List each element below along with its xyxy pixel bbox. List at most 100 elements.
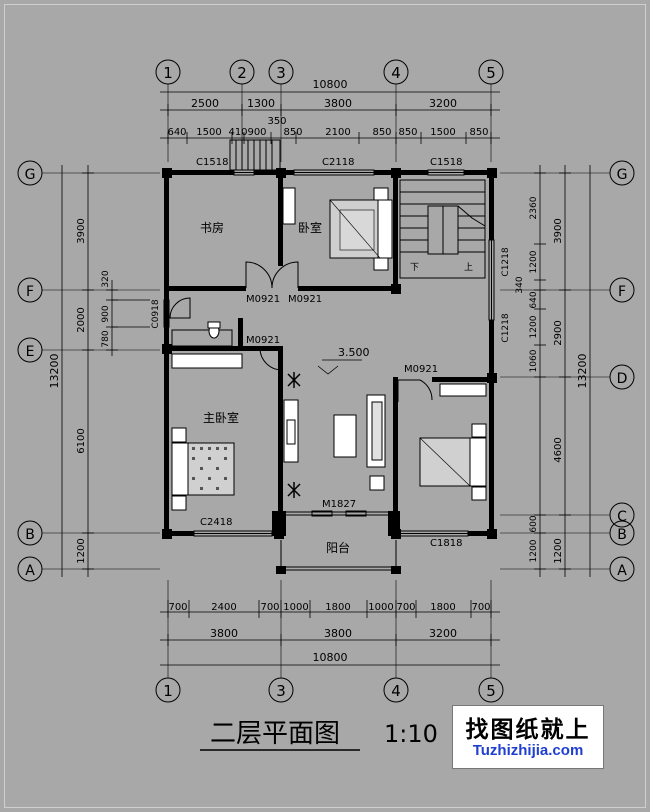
walls (162, 168, 497, 574)
svg-text:850: 850 (283, 127, 302, 138)
axis-bubble-bottom-5: 5 (478, 677, 504, 703)
svg-text:3200: 3200 (429, 97, 457, 110)
watermark-text-en: Tuzhizhijia.com (472, 742, 584, 759)
svg-text:G: G (617, 167, 628, 183)
svg-text:3: 3 (276, 64, 286, 82)
svg-text:A: A (617, 563, 627, 579)
svg-text:340: 340 (515, 276, 525, 293)
svg-text:C: C (617, 509, 627, 525)
axis-bubble-right-G: G (609, 160, 635, 186)
bed-right-bedroom (419, 383, 487, 501)
axis-bubble-left-A: A (17, 556, 43, 582)
axis-bubble-right-A: A (609, 556, 635, 582)
svg-text:850: 850 (372, 127, 391, 138)
svg-text:2500: 2500 (191, 97, 219, 110)
svg-text:3800: 3800 (324, 97, 352, 110)
axis-bubble-left-G: G (17, 160, 43, 186)
svg-text:640: 640 (529, 291, 539, 308)
tag-c1518-right: C1518 (430, 157, 462, 168)
svg-text:B: B (617, 527, 627, 543)
axis-bubble-top-3: 3 (268, 59, 294, 85)
svg-text:1800: 1800 (430, 602, 455, 613)
axis-bubble-bottom-3: 3 (268, 677, 294, 703)
svg-text:3800: 3800 (210, 627, 238, 640)
svg-text:5: 5 (486, 64, 496, 82)
svg-text:3200: 3200 (429, 627, 457, 640)
stair-down-label: 下 (410, 263, 419, 273)
svg-text:850: 850 (469, 127, 488, 138)
room-label-balcony: 阳台 (326, 540, 350, 555)
axis-bubbles-right: G F D C B A (609, 160, 635, 582)
tag-c0918: C0918 (151, 299, 161, 328)
svg-text:3900: 3900 (76, 218, 87, 243)
staircase (399, 179, 486, 279)
bed-top-bedroom (282, 187, 393, 271)
axis-bubble-top-2: 2 (229, 59, 255, 85)
svg-text:6100: 6100 (76, 428, 87, 453)
svg-text:G: G (25, 167, 36, 183)
svg-text:1200: 1200 (529, 250, 539, 273)
tag-m0921-d: M0921 (404, 364, 438, 375)
stair-top-railing (229, 139, 281, 171)
svg-text:1200: 1200 (529, 315, 539, 338)
top-dimensions: 10800 2500 1300 3800 3200 350 640 1500 4… (160, 78, 500, 144)
svg-text:F: F (26, 284, 34, 300)
svg-text:3900: 3900 (553, 218, 564, 243)
svg-text:700: 700 (168, 602, 187, 613)
svg-text:3800: 3800 (324, 627, 352, 640)
axis-bubble-left-E: E (17, 337, 43, 363)
dim-top-total: 10800 (313, 78, 348, 91)
dim-right-total: 13200 (576, 354, 589, 389)
svg-text:1000: 1000 (368, 602, 393, 613)
svg-text:1: 1 (163, 682, 173, 700)
elevation-label: 3.500 (338, 346, 370, 359)
svg-text:1500: 1500 (430, 127, 455, 138)
room-label-bedroom-top: 卧室 (298, 220, 322, 235)
bed-master-bedroom (171, 353, 243, 511)
svg-text:1800: 1800 (325, 602, 350, 613)
tag-c1818: C1818 (430, 538, 462, 549)
svg-text:1200: 1200 (76, 538, 87, 563)
svg-text:4: 4 (391, 64, 401, 82)
svg-text:E: E (26, 344, 35, 360)
dim-bottom-total: 10800 (313, 651, 348, 664)
tag-c2118: C2118 (322, 157, 354, 168)
axis-bubble-right-C: C (609, 502, 635, 528)
axis-bubble-bottom-4: 4 (383, 677, 409, 703)
svg-text:4: 4 (391, 682, 401, 700)
tag-c1218-a: C1218 (501, 247, 511, 276)
axis-bubble-right-D: D (609, 364, 635, 390)
tag-m1827: M1827 (322, 499, 356, 510)
svg-text:4600: 4600 (553, 437, 564, 462)
svg-text:320: 320 (101, 270, 111, 287)
tag-c2418: C2418 (200, 517, 232, 528)
svg-text:700: 700 (260, 602, 279, 613)
axis-bubble-top-4: 4 (383, 59, 409, 85)
svg-text:850: 850 (398, 127, 417, 138)
svg-text:2360: 2360 (529, 196, 539, 219)
svg-text:D: D (617, 371, 628, 387)
svg-text:2000: 2000 (76, 307, 87, 332)
axis-lines (42, 84, 610, 678)
room-label-study: 书房 (200, 220, 224, 235)
svg-text:600: 600 (529, 515, 539, 532)
svg-text:1300: 1300 (247, 97, 275, 110)
svg-text:1200: 1200 (529, 539, 539, 562)
svg-text:410: 410 (228, 127, 247, 138)
axis-bubble-top-5: 5 (478, 59, 504, 85)
drawing-title: 二层平面图 (210, 719, 340, 749)
dim-left-total: 13200 (48, 354, 61, 389)
svg-text:780: 780 (101, 330, 111, 347)
svg-text:1000: 1000 (283, 602, 308, 613)
axis-bubble-left-B: B (17, 520, 43, 546)
svg-text:2: 2 (237, 64, 247, 82)
svg-text:1: 1 (163, 64, 173, 82)
room-label-master-bedroom: 主卧室 (203, 410, 239, 425)
svg-text:900: 900 (101, 305, 111, 322)
svg-text:2400: 2400 (211, 602, 236, 613)
svg-text:1060: 1060 (529, 349, 539, 372)
svg-text:700: 700 (396, 602, 415, 613)
svg-text:900: 900 (247, 127, 266, 138)
right-dimensions: 13200 3900 2900 4600 1200 2360 1200 340 … (515, 165, 591, 577)
